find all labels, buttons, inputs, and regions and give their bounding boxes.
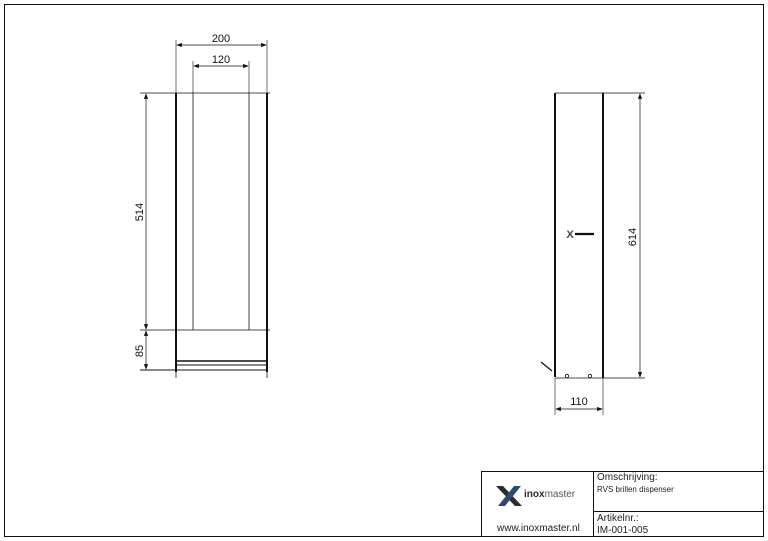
front-view bbox=[140, 40, 270, 378]
inoxmaster-logo-icon bbox=[496, 486, 522, 506]
dim-height-614: 614 bbox=[627, 228, 639, 246]
description-value: RVS brillen dispenser bbox=[597, 485, 674, 494]
side-view bbox=[540, 92, 645, 415]
drawing-border bbox=[4, 4, 764, 537]
description-label: Omschrijving: bbox=[597, 472, 658, 483]
article-label: Artikelnr.: bbox=[597, 513, 639, 524]
dim-base-85: 85 bbox=[134, 345, 146, 357]
dim-height-514: 514 bbox=[134, 203, 146, 221]
title-block bbox=[481, 471, 764, 537]
dim-width-200: 200 bbox=[212, 33, 230, 45]
dim-inner-width-120: 120 bbox=[212, 54, 230, 66]
article-value: IM-001-005 bbox=[597, 525, 649, 536]
dim-depth-110: 110 bbox=[570, 396, 588, 408]
logo-text: inoxmaster bbox=[524, 489, 576, 500]
side-logo-x-icon: X bbox=[566, 229, 574, 241]
website-link[interactable]: www.inoxmaster.nl bbox=[497, 523, 580, 534]
